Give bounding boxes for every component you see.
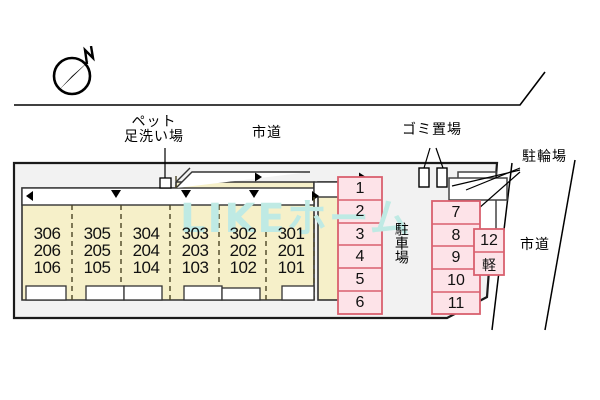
parking-bank-right [431,200,505,315]
garbage-label: ゴミ置場 [402,122,462,138]
unit-304[interactable]: 304 [132,224,160,243]
pet-wash-label-line1: ペット [131,114,177,130]
unit-dividers [71,176,315,300]
parking-lot-label-text: 駐車場 [392,222,409,264]
unit-104[interactable]: 104 [132,258,160,277]
parking-stall-4[interactable]: 4 [355,248,365,265]
parking-stall-1[interactable]: 1 [355,180,365,197]
parking-stall-10[interactable]: 10 [447,272,465,289]
pet-wash-marker [159,148,172,189]
unit-103[interactable]: 103 [181,258,209,277]
parking-lot-label: 駐車場 [389,222,411,269]
unit-202[interactable]: 202 [229,241,257,260]
unit-303[interactable]: 303 [181,224,209,243]
unit-206[interactable]: 206 [33,241,61,260]
parking-stall-12[interactable]: 12 [480,232,498,249]
unit-205[interactable]: 205 [83,241,111,260]
garbage-markers [418,147,448,188]
unit-102[interactable]: 102 [229,258,257,277]
unit-106[interactable]: 106 [33,258,61,277]
unit-201[interactable]: 201 [277,241,305,260]
unit-101[interactable]: 101 [277,258,305,277]
pet-wash-label-line2: 足洗い場 [124,128,184,145]
top-road-label: 市道 [252,125,282,141]
unit-305[interactable]: 305 [83,224,111,243]
parking-stall-kei-label[interactable]: 軽 [482,257,496,273]
unit-302[interactable]: 302 [229,224,257,243]
pet-wash-label: ペット 足洗い場 [124,115,184,144]
parking-stall-5[interactable]: 5 [355,271,365,288]
parking-stall-9[interactable]: 9 [451,249,461,266]
unit-105[interactable]: 105 [83,258,111,277]
parking-stall-8[interactable]: 8 [451,227,461,244]
unit-301[interactable]: 301 [277,224,305,243]
parking-bank-left [337,176,383,315]
watermark: LIKEホーム [180,196,412,242]
unit-203[interactable]: 203 [181,241,209,260]
parking-stall-11[interactable]: 11 [447,295,465,312]
unit-204[interactable]: 204 [132,241,160,260]
unit-306[interactable]: 306 [33,224,61,243]
parking-stall-3[interactable]: 3 [355,226,365,243]
right-road-label: 市道 [520,237,550,253]
parking-stall-7[interactable]: 7 [451,204,461,221]
parking-stall-6[interactable]: 6 [355,294,365,311]
parking-stall-2[interactable]: 2 [355,203,365,220]
top-road-line [14,71,546,106]
bicycle-parking-label: 駐輪場 [522,149,567,165]
